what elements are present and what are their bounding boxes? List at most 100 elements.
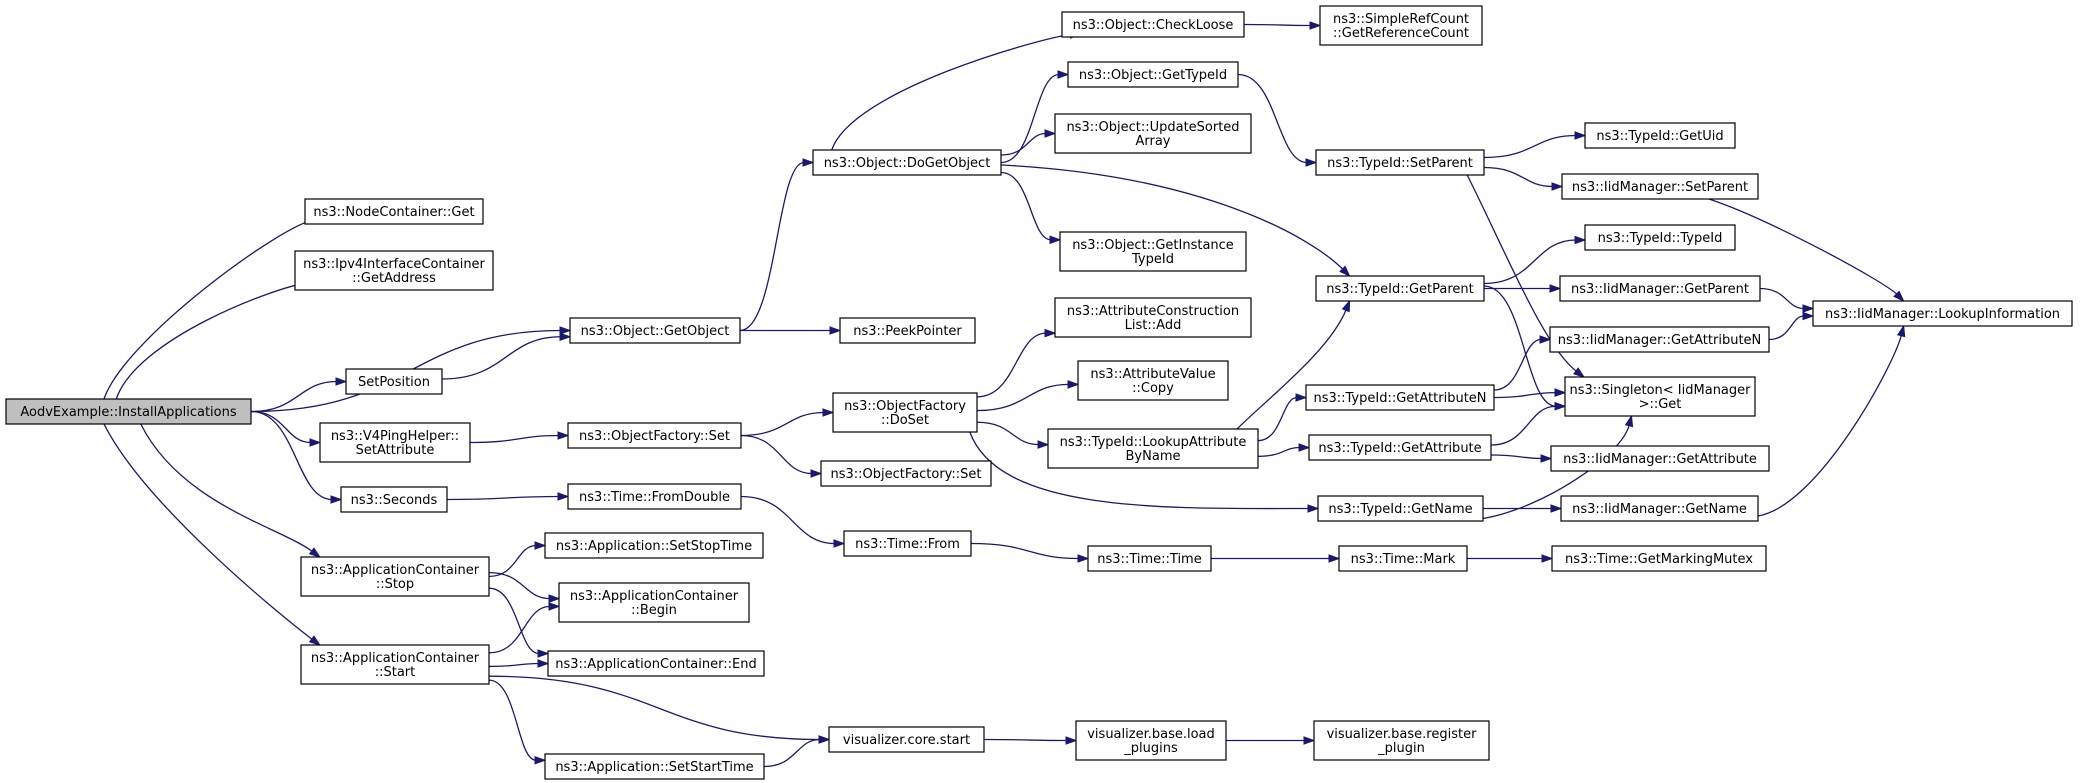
node-app-setstop[interactable]: ns3::Application::SetStopTime (544, 532, 764, 559)
node-iid-lookup[interactable]: ns3::IidManager::LookupInformation (1812, 300, 2073, 327)
node-iid-setparent[interactable]: ns3::IidManager::SetParent (1561, 173, 1759, 200)
edge-of-doset-to-attrval-copy (976, 380, 1080, 412)
node-label: ns3::Object::GetObject (581, 324, 730, 339)
edge-dogetobject-to-obj-gettypeid (1000, 70, 1070, 164)
node-label: ns3::Time::FromDouble (579, 490, 730, 505)
node-setposition[interactable]: SetPosition (345, 368, 443, 395)
edge-tid-getattrn-to-iid-getattrn (1493, 335, 1552, 391)
node-singleton-get[interactable]: ns3::Singleton< IidManager>::Get (1564, 376, 1756, 417)
edge-lookupattr-to-tid-getattr (1257, 443, 1311, 457)
node-label: List::Add (1125, 318, 1182, 333)
node-app-setstart[interactable]: ns3::Application::SetStartTime (544, 753, 765, 780)
node-iid-getattr[interactable]: ns3::IidManager::GetAttribute (1550, 445, 1770, 472)
node-label: ns3::AttributeConstruction (1067, 304, 1239, 319)
node-label: ::Start (375, 665, 416, 680)
edge-time-from-to-time-time (970, 542, 1090, 563)
node-tid-setparent[interactable]: ns3::TypeId::SetParent (1315, 149, 1485, 176)
node-time-time[interactable]: ns3::Time::Time (1087, 545, 1212, 572)
edge-dogetobject-to-tid-getparent (1000, 164, 1351, 278)
node-label: AodvExample::InstallApplications (20, 405, 236, 420)
edge-tid-setparent-to-iid-setparent (1483, 166, 1564, 191)
edge-ac-stop-to-app-setstop (488, 541, 547, 578)
node-ipv4-addr[interactable]: ns3::Ipv4InterfaceContainer::GetAddress (294, 250, 494, 291)
node-time-mark[interactable]: ns3::Time::Mark (1338, 545, 1468, 572)
node-iid-getname[interactable]: ns3::IidManager::GetName (1560, 495, 1759, 522)
node-label: ns3::Object::UpdateSorted (1066, 120, 1239, 135)
edge-checkloose-to-getrefcount (1243, 21, 1322, 30)
node-label: ns3::Object::DoGetObject (824, 156, 991, 171)
function-nodes: AodvExample::InstallApplications ns3::Nod… (5, 5, 2073, 780)
node-ac-start[interactable]: ns3::ApplicationContainer::Start (300, 644, 490, 685)
node-ac-end[interactable]: ns3::ApplicationContainer::End (547, 650, 765, 677)
node-label: ns3::NodeContainer::Get (313, 205, 474, 220)
node-label: ns3::IidManager::GetParent (1571, 282, 1749, 297)
node-label: ns3::TypeId::TypeId (1598, 231, 1723, 246)
node-iid-getattrn[interactable]: ns3::IidManager::GetAttributeN (1549, 326, 1770, 353)
edge-root-to-ac-stop (140, 423, 321, 558)
edge-of-set-to-of-doset (740, 408, 835, 437)
edge-getobject-to-peekpointer (740, 326, 842, 335)
edge-root-to-setposition (250, 377, 348, 413)
node-ac-begin[interactable]: ns3::ApplicationContainer::Begin (558, 582, 750, 623)
node-label: ns3::Application::SetStartTime (555, 760, 753, 775)
node-of-doset[interactable]: ns3::ObjectFactory::DoSet (832, 392, 978, 433)
edge-time-fromdouble-to-time-from (740, 495, 846, 548)
node-obj-gettypeid[interactable]: ns3::Object::GetTypeId (1067, 61, 1239, 88)
node-attrval-copy[interactable]: ns3::AttributeValue::Copy (1077, 360, 1229, 401)
node-label: TypeId (1131, 252, 1174, 267)
node-getobject[interactable]: ns3::Object::GetObject (569, 317, 741, 344)
node-label: visualizer.base.register (1327, 727, 1478, 742)
edge-iid-getname-to-iid-lookup (1757, 324, 1906, 517)
node-dogetobject[interactable]: ns3::Object::DoGetObject (812, 149, 1002, 176)
node-label: ns3::IidManager::GetName (1572, 502, 1747, 517)
node-vis-start[interactable]: visualizer.core.start (828, 726, 985, 753)
node-peekpointer[interactable]: ns3::PeekPointer (839, 317, 976, 344)
node-ac-stop[interactable]: ns3::ApplicationContainer::Stop (300, 556, 490, 597)
node-tid-typeid[interactable]: ns3::TypeId::TypeId (1584, 224, 1736, 251)
node-of-set[interactable]: ns3::ObjectFactory::Set (567, 422, 742, 449)
node-nc-get[interactable]: ns3::NodeContainer::Get (304, 198, 484, 225)
edge-of-set-to-of-set2 (740, 434, 823, 478)
node-label: ns3::IidManager::GetAttributeN (1558, 333, 1762, 348)
edge-root-to-ac-start (103, 423, 321, 646)
edge-dogetobject-to-updatesorted (1000, 129, 1057, 156)
edge-time-mark-to-time-mutex (1467, 554, 1554, 563)
node-label: ns3::Time::Time (1097, 552, 1201, 567)
node-tid-getparent[interactable]: ns3::TypeId::GetParent (1315, 275, 1485, 302)
node-tid-getattrn[interactable]: ns3::TypeId::GetAttributeN (1305, 384, 1495, 411)
node-tid-getattr[interactable]: ns3::TypeId::GetAttribute (1308, 434, 1492, 461)
node-checkloose[interactable]: ns3::Object::CheckLoose (1061, 11, 1245, 38)
edge-obj-gettypeid-to-tid-setparent (1237, 73, 1318, 167)
node-root[interactable]: AodvExample::InstallApplications (5, 398, 252, 425)
node-time-fromdouble[interactable]: ns3::Time::FromDouble (567, 483, 742, 510)
edge-iid-getparent-to-iid-lookup (1759, 287, 1815, 313)
node-getrefcount[interactable]: ns3::SimpleRefCount::GetReferenceCount (1319, 5, 1483, 46)
node-label: ns3::ObjectFactory::Set (830, 467, 981, 482)
edge-root-to-nc-get (103, 216, 325, 400)
edge-tid-getattrn-to-singleton-get (1493, 388, 1567, 399)
edge-getobject-to-dogetobject (739, 158, 815, 332)
node-iid-getparent[interactable]: ns3::IidManager::GetParent (1559, 275, 1761, 302)
node-v4ping[interactable]: ns3::V4PingHelper::SetAttribute (319, 422, 471, 463)
node-time-from[interactable]: ns3::Time::From (843, 530, 972, 557)
node-time-mutex[interactable]: ns3::Time::GetMarkingMutex (1551, 545, 1767, 572)
node-tid-getname[interactable]: ns3::TypeId::GetName (1317, 495, 1484, 522)
node-label: ns3::TypeId::SetParent (1327, 156, 1473, 171)
edge-of-doset-to-lookupattr (976, 421, 1050, 449)
node-label: ns3::V4PingHelper:: (331, 429, 459, 444)
node-vis-register[interactable]: visualizer.base.register_plugin (1313, 720, 1490, 761)
node-tid-getuid[interactable]: ns3::TypeId::GetUid (1584, 122, 1736, 149)
edge-ac-start-to-app-setstart (488, 679, 547, 765)
node-label: ns3::Object::GetTypeId (1079, 68, 1227, 83)
node-of-set2[interactable]: ns3::ObjectFactory::Set (820, 460, 992, 487)
node-label: ns3::Application::SetStopTime (556, 539, 752, 554)
node-vis-load[interactable]: visualizer.base.load_plugins (1075, 720, 1227, 761)
edge-tid-getparent-to-tid-typeid (1483, 235, 1587, 285)
node-label: ns3::ApplicationContainer::End (555, 657, 756, 672)
node-seconds[interactable]: ns3::Seconds (340, 486, 448, 513)
node-label: ns3::ApplicationContainer (311, 651, 480, 666)
